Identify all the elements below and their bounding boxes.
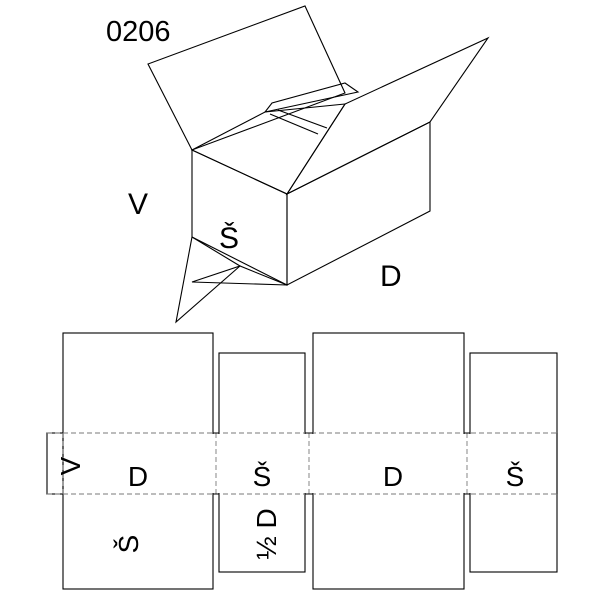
glue-flap-label: V [55,456,86,475]
body-band [64,434,556,493]
back-flap [263,82,360,113]
back-left-flap [147,5,346,151]
panel-2-label: Š [253,461,272,492]
panel-3-label: D [383,461,403,492]
bottom-flap-1-label: Š [113,535,144,554]
box-height-label: V [128,188,148,221]
panel-1-label: D [128,461,148,492]
front-end-panel [191,149,288,286]
front-right-flap [285,36,490,196]
slot-marks [213,432,470,495]
top-crease [269,113,319,135]
box-length-label: D [380,260,402,293]
side-panel [286,121,431,286]
bottom-flap-front [191,265,288,286]
bottom-flap-2-label: ½ D [251,508,282,559]
flat-layout: V D Š D Š Š ½ D [46,332,558,590]
box-width-label: Š [219,221,239,255]
box-top-rim [190,103,347,195]
box-3d-view: V Š D [128,5,490,324]
style-code: 0206 [106,16,171,48]
bottom-flap-left [175,236,241,324]
panel-4-label: Š [506,461,525,492]
top-crease-2 [277,109,328,129]
